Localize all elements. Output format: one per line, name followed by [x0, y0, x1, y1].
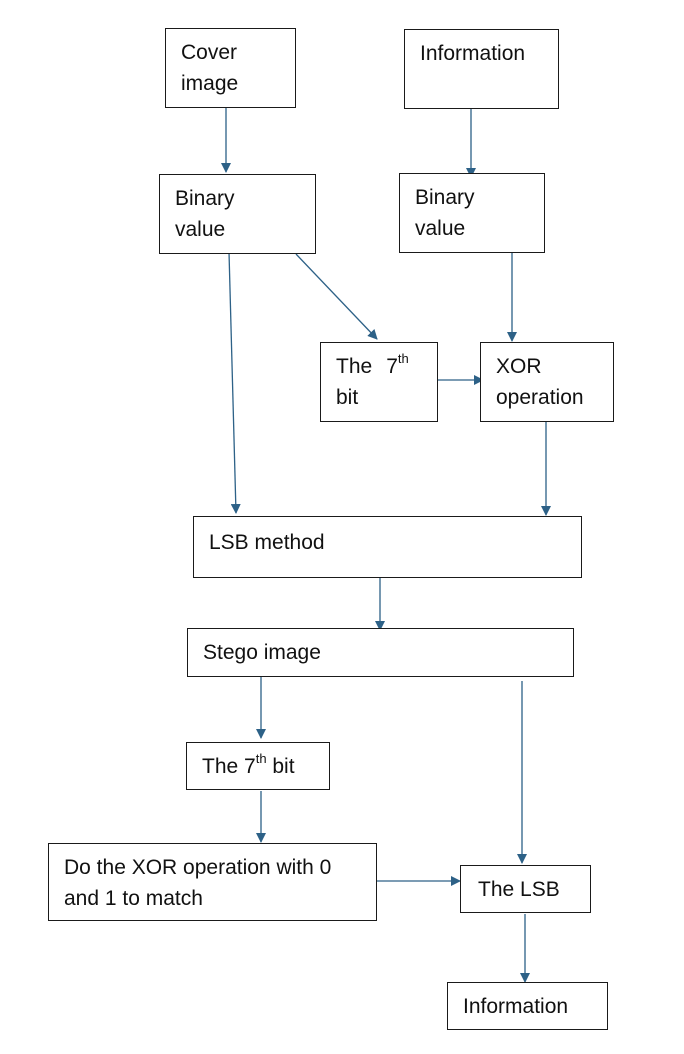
lsb-method-box: LSB method — [193, 516, 582, 578]
xor-operation-line1: XOR — [496, 355, 542, 378]
seventh-bit-bottom-box: The 7th bit — [186, 742, 330, 790]
information-output-label: Information — [463, 995, 569, 1018]
binary-value-right-line1: Binary — [415, 186, 475, 209]
the-lsb-box: The LSB — [460, 865, 591, 913]
binary-value-left-line1: Binary — [175, 187, 235, 210]
cover-image-line2: image — [181, 72, 239, 95]
cover-image-line1: Cover — [181, 41, 238, 64]
seventh-bit-top-prefix: The — [336, 355, 373, 378]
the-lsb-label: The LSB — [478, 878, 560, 901]
cover-image-box: Cover image — [165, 28, 296, 108]
arrow-binary-to-7th-bit — [295, 253, 378, 340]
information-input-box: Information — [404, 29, 559, 109]
xor-match-line2: and 1 to match — [64, 887, 203, 910]
information-input-label: Information — [420, 42, 526, 65]
seventh-bit-top-superscript: th — [397, 351, 409, 366]
arrow-binary-to-lsb-method — [228, 251, 241, 514]
seventh-bit-bottom-superscript: th — [255, 751, 267, 766]
seventh-bit-top-number: 7 — [386, 355, 398, 378]
seventh-bit-bottom-suffix: bit — [266, 755, 295, 778]
xor-operation-box: XOR operation — [480, 342, 614, 422]
binary-value-left-line2: value — [175, 218, 226, 241]
binary-value-left-box: Binary value — [159, 174, 316, 254]
information-output-box: Information — [447, 982, 608, 1030]
xor-match-box: Do the XOR operation with 0 and 1 to mat… — [48, 843, 377, 921]
seventh-bit-top-box: The 7th bit — [320, 342, 438, 422]
xor-operation-line2: operation — [496, 386, 584, 409]
seventh-bit-top-line2: bit — [336, 386, 359, 409]
binary-value-right-line2: value — [415, 217, 466, 240]
stego-image-box: Stego image — [187, 628, 574, 677]
stego-image-label: Stego image — [203, 641, 321, 664]
xor-match-line1: Do the XOR operation with 0 — [64, 856, 332, 879]
seventh-bit-bottom-prefix: The 7 — [202, 755, 256, 778]
binary-value-right-box: Binary value — [399, 173, 545, 253]
lsb-method-label: LSB method — [209, 531, 325, 554]
